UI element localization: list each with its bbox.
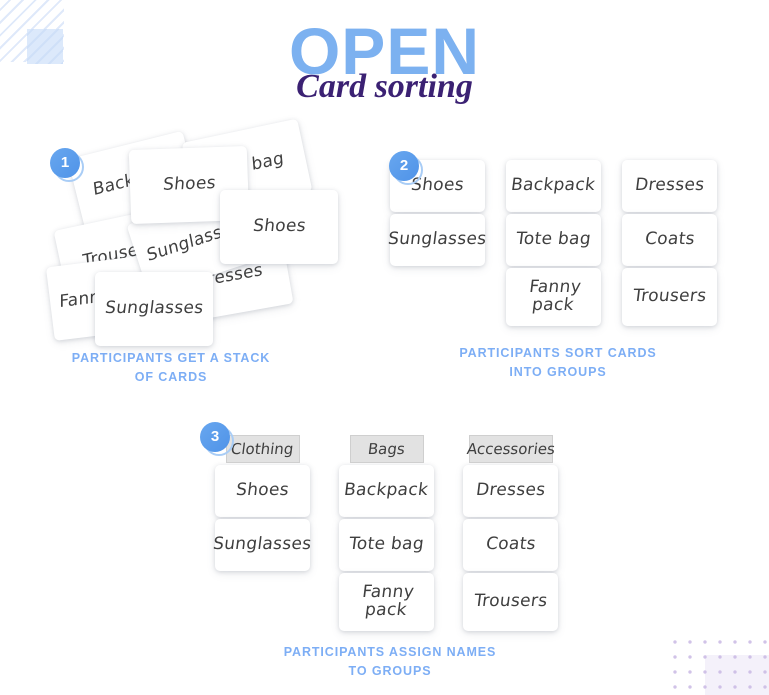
step-2-caption-line-1: PARTICIPANTS SORT CARDS xyxy=(459,346,657,360)
step-3-caption-line-1: PARTICIPANTS ASSIGN NAMES xyxy=(283,645,497,659)
step-1-number: 1 xyxy=(50,148,80,178)
group-column-3: Dresses Coats Trousers xyxy=(622,160,717,328)
list-item[interactable]: Shoes xyxy=(215,465,310,517)
step-2-badge: 2 xyxy=(389,151,423,185)
group-column-1: Shoes Sunglasses xyxy=(387,160,488,268)
list-item[interactable]: Backpack xyxy=(339,465,434,517)
step-3-badge: 3 xyxy=(200,422,234,456)
card-stack: Backpack Tote bag Trousers Fanny pack Dr… xyxy=(40,118,338,346)
group-name-label[interactable]: Bags xyxy=(349,435,424,463)
named-group-column-2: Bags Backpack Tote bag Fanny pack xyxy=(339,435,434,633)
step-1-caption: PARTICIPANTS GET A STACK OF CARDS xyxy=(40,349,302,388)
group-name-label[interactable]: Accessories xyxy=(465,435,556,463)
list-item[interactable]: Tote bag xyxy=(506,214,601,266)
list-item[interactable]: Trousers xyxy=(622,268,717,326)
group-column-2: Backpack Tote bag Fanny pack xyxy=(506,160,601,328)
step-1-badge: 1 xyxy=(50,148,84,182)
step-3-number: 3 xyxy=(200,422,230,452)
page-header: OPEN Card sorting xyxy=(0,18,769,104)
named-group-column-3: Accessories Dresses Coats Trousers xyxy=(463,435,558,633)
step-1-caption-line-2: OF CARDS xyxy=(134,370,208,385)
list-item[interactable]: Backpack xyxy=(506,160,601,212)
step-2-caption: PARTICIPANTS SORT CARDS INTO GROUPS xyxy=(427,344,689,383)
list-item[interactable]: Tote bag xyxy=(339,519,434,571)
list-item[interactable]: Coats xyxy=(622,214,717,266)
list-item[interactable]: Sunglasses xyxy=(387,214,488,266)
page-title: OPEN xyxy=(288,14,481,88)
list-item[interactable]: Sunglasses xyxy=(212,519,313,571)
list-item[interactable]: Trousers xyxy=(463,573,558,631)
group-name-label[interactable]: Clothing xyxy=(225,435,300,463)
list-item[interactable]: Dresses xyxy=(463,465,558,517)
list-item[interactable]: Sunglasses xyxy=(95,272,213,346)
list-item[interactable]: Coats xyxy=(463,519,558,571)
step-3-caption: PARTICIPANTS ASSIGN NAMES TO GROUPS xyxy=(259,643,521,682)
step-2-number: 2 xyxy=(389,151,419,181)
step-2-caption-line-2: INTO GROUPS xyxy=(509,365,607,380)
step-3-caption-line-2: TO GROUPS xyxy=(348,664,432,679)
list-item[interactable]: Fanny pack xyxy=(339,573,434,631)
page-subtitle: Card sorting xyxy=(296,68,473,105)
list-item[interactable]: Fanny pack xyxy=(506,268,601,326)
step-1-caption-line-1: PARTICIPANTS GET A STACK xyxy=(71,351,271,365)
named-group-column-1: Clothing Shoes Sunglasses xyxy=(212,435,313,573)
list-item[interactable]: Dresses xyxy=(622,160,717,212)
list-item[interactable]: Shoes xyxy=(220,190,338,264)
